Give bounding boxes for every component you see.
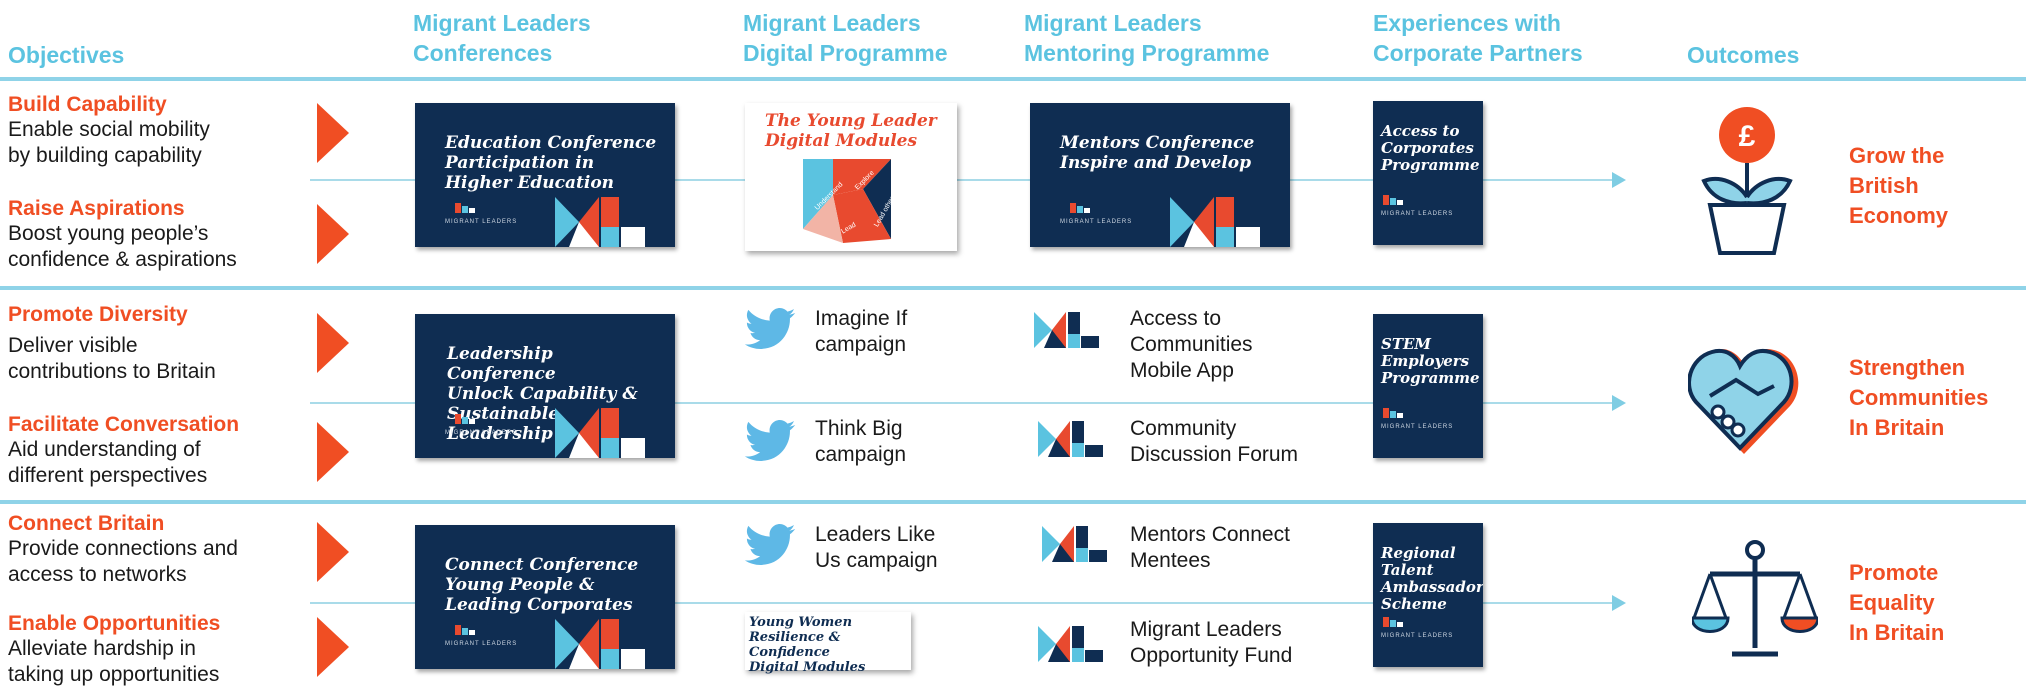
- header-conferences: Migrant Leaders Conferences: [413, 10, 591, 66]
- conference-card-leadership[interactable]: Leadership Conference Unlock Capability …: [415, 314, 675, 458]
- triangle-arrow-icon: [317, 204, 349, 264]
- outcome-strengthen-communities: Strengthen Communities In Britain: [1849, 355, 1989, 440]
- triangle-arrow-icon: [317, 103, 349, 163]
- objective-desc: Boost young people’s confidence & aspira…: [8, 222, 237, 271]
- women-modules-title: Young Women Resilience & Confidence Digi…: [749, 615, 866, 675]
- objective-facilitate-conversation: Facilitate Conversation Aid understandin…: [8, 413, 239, 489]
- objective-desc: Alleviate hardship in taking up opportun…: [8, 637, 220, 686]
- heart-handshake-icon: [1688, 348, 1799, 454]
- mentoring-item-connect-mentees: Mentors Connect Mentees: [1130, 523, 1290, 572]
- card-title: Access to Corporates Programme: [1381, 122, 1480, 174]
- header-outcomes: Outcomes: [1687, 42, 1800, 68]
- card-title: Connect Conference Young People & Leadin…: [445, 555, 639, 615]
- card-brand: MIGRANT LEADERS: [1381, 211, 1454, 217]
- triangle-arrow-icon: [317, 313, 349, 373]
- triangle-arrow-icon: [317, 617, 349, 677]
- conference-card-education[interactable]: Education Conference Participation in Hi…: [415, 103, 675, 247]
- ml-logo-icon: [1383, 617, 1403, 627]
- scales-icon: [1692, 540, 1818, 657]
- campaign-imagine-if: Imagine If campaign: [815, 307, 908, 356]
- flower-pound-icon: £: [1701, 107, 1793, 255]
- mentors-conference-card[interactable]: Mentors Conference Inspire and Develop M…: [1030, 103, 1290, 247]
- objective-title: Raise Aspirations: [8, 197, 185, 220]
- campaign-leaders-like-us: Leaders Like Us campaign: [815, 523, 938, 572]
- objective-title: Build Capability: [8, 93, 167, 116]
- objective-promote-diversity: Promote Diversity Deliver visible contri…: [8, 303, 216, 385]
- card-brand: MIGRANT LEADERS: [1381, 633, 1454, 639]
- young-leader-modules-card[interactable]: The Young Leader Digital Modules Underst…: [745, 103, 957, 251]
- objective-title: Enable Opportunities: [8, 612, 221, 635]
- mentoring-item-discussion-forum: Community Discussion Forum: [1130, 417, 1299, 466]
- flow-line-3: [310, 602, 1620, 604]
- tangram-icon: [803, 159, 891, 243]
- corporate-card-ambassador[interactable]: Regional Talent Ambassador Scheme MIGRAN…: [1373, 523, 1483, 667]
- row-separator-1: [0, 286, 2026, 290]
- objective-desc: Provide connections and access to networ…: [8, 537, 238, 586]
- twitter-icon[interactable]: [744, 420, 796, 462]
- ml-mark-icon: [555, 197, 645, 247]
- objective-title: Facilitate Conversation: [8, 413, 240, 436]
- modules-title: The Young Leader Digital Modules: [765, 111, 937, 151]
- card-brand: MIGRANT LEADERS: [445, 219, 518, 225]
- mentoring-item-opportunity-fund: Migrant Leaders Opportunity Fund: [1130, 618, 1293, 667]
- objective-enable-opportunities: Enable Opportunities Alleviate hardship …: [8, 612, 220, 688]
- ml-logo-icon: [1034, 312, 1099, 348]
- mentoring-item-mobile-app: Access to Communities Mobile App: [1130, 307, 1253, 382]
- corporate-card-access[interactable]: Access to Corporates Programme MIGRANT L…: [1373, 101, 1483, 245]
- twitter-icon[interactable]: [744, 308, 796, 350]
- conference-card-connect[interactable]: Connect Conference Young People & Leadin…: [415, 525, 675, 669]
- ml-mark-icon: [555, 408, 645, 458]
- card-brand: MIGRANT LEADERS: [445, 641, 518, 647]
- outcome-grow-economy: Grow the British Economy: [1849, 143, 1949, 228]
- ml-logo-icon: [455, 625, 475, 635]
- card-title: Mentors Conference Inspire and Develop: [1060, 133, 1255, 173]
- card-brand: MIGRANT LEADERS: [445, 430, 518, 436]
- campaign-think-big: Think Big campaign: [815, 417, 907, 466]
- card-title: Leadership Conference Unlock Capability …: [447, 344, 638, 444]
- card-brand: MIGRANT LEADERS: [1060, 219, 1133, 225]
- header-objectives: Objectives: [8, 42, 125, 68]
- objective-desc: Enable social mobility by building capab…: [8, 118, 210, 167]
- ml-logo-icon: [1383, 408, 1403, 418]
- ml-logo-icon: [455, 203, 475, 213]
- objective-title: Connect Britain: [8, 512, 165, 535]
- ml-mark-icon: [1170, 197, 1260, 247]
- corporate-card-stem[interactable]: STEM Employers Programme MIGRANT LEADERS: [1373, 314, 1483, 458]
- objective-desc: Deliver visible contributions to Britain: [8, 334, 216, 383]
- flow-arrow-1: [1612, 172, 1626, 188]
- flow-line-1: [310, 179, 1620, 181]
- ml-mark-icon: [555, 619, 645, 669]
- header-corporate: Experiences with Corporate Partners: [1373, 10, 1583, 66]
- objective-build-capability: Build Capability Enable social mobility …: [8, 93, 210, 169]
- flow-line-2: [310, 402, 1620, 404]
- card-brand: MIGRANT LEADERS: [1381, 424, 1454, 430]
- card-title: Education Conference Participation in Hi…: [445, 133, 657, 193]
- ml-logo-icon: [455, 414, 475, 424]
- objective-raise-aspirations: Raise Aspirations Boost young people’s c…: [8, 197, 237, 273]
- card-title: Regional Talent Ambassador Scheme: [1381, 544, 1483, 613]
- triangle-arrow-icon: [317, 422, 349, 482]
- young-women-modules-card[interactable]: Young Women Resilience & Confidence Digi…: [745, 612, 911, 675]
- flow-arrow-2: [1612, 395, 1626, 411]
- svg-text:£: £: [1739, 120, 1756, 153]
- objective-desc: Aid understanding of different perspecti…: [8, 438, 208, 487]
- card-title: STEM Employers Programme: [1381, 335, 1480, 387]
- twitter-icon[interactable]: [744, 524, 796, 566]
- header-digital: Migrant Leaders Digital Programme: [743, 10, 948, 66]
- header-mentoring: Migrant Leaders Mentoring Programme: [1024, 10, 1270, 66]
- objective-connect-britain: Connect Britain Provide connections and …: [8, 512, 238, 588]
- flow-arrow-3: [1612, 595, 1626, 611]
- ml-logo-icon: [1038, 626, 1103, 662]
- triangle-arrow-icon: [317, 522, 349, 582]
- ml-logo-icon: [1042, 526, 1107, 562]
- outcome-promote-equality: Promote Equality In Britain: [1849, 560, 1945, 645]
- ml-logo-icon: [1070, 203, 1090, 213]
- row-separator-2: [0, 500, 2026, 504]
- objective-title: Promote Diversity: [8, 303, 188, 326]
- ml-logo-icon: [1383, 195, 1403, 205]
- header-separator: [0, 77, 2026, 81]
- ml-logo-icon: [1038, 421, 1103, 457]
